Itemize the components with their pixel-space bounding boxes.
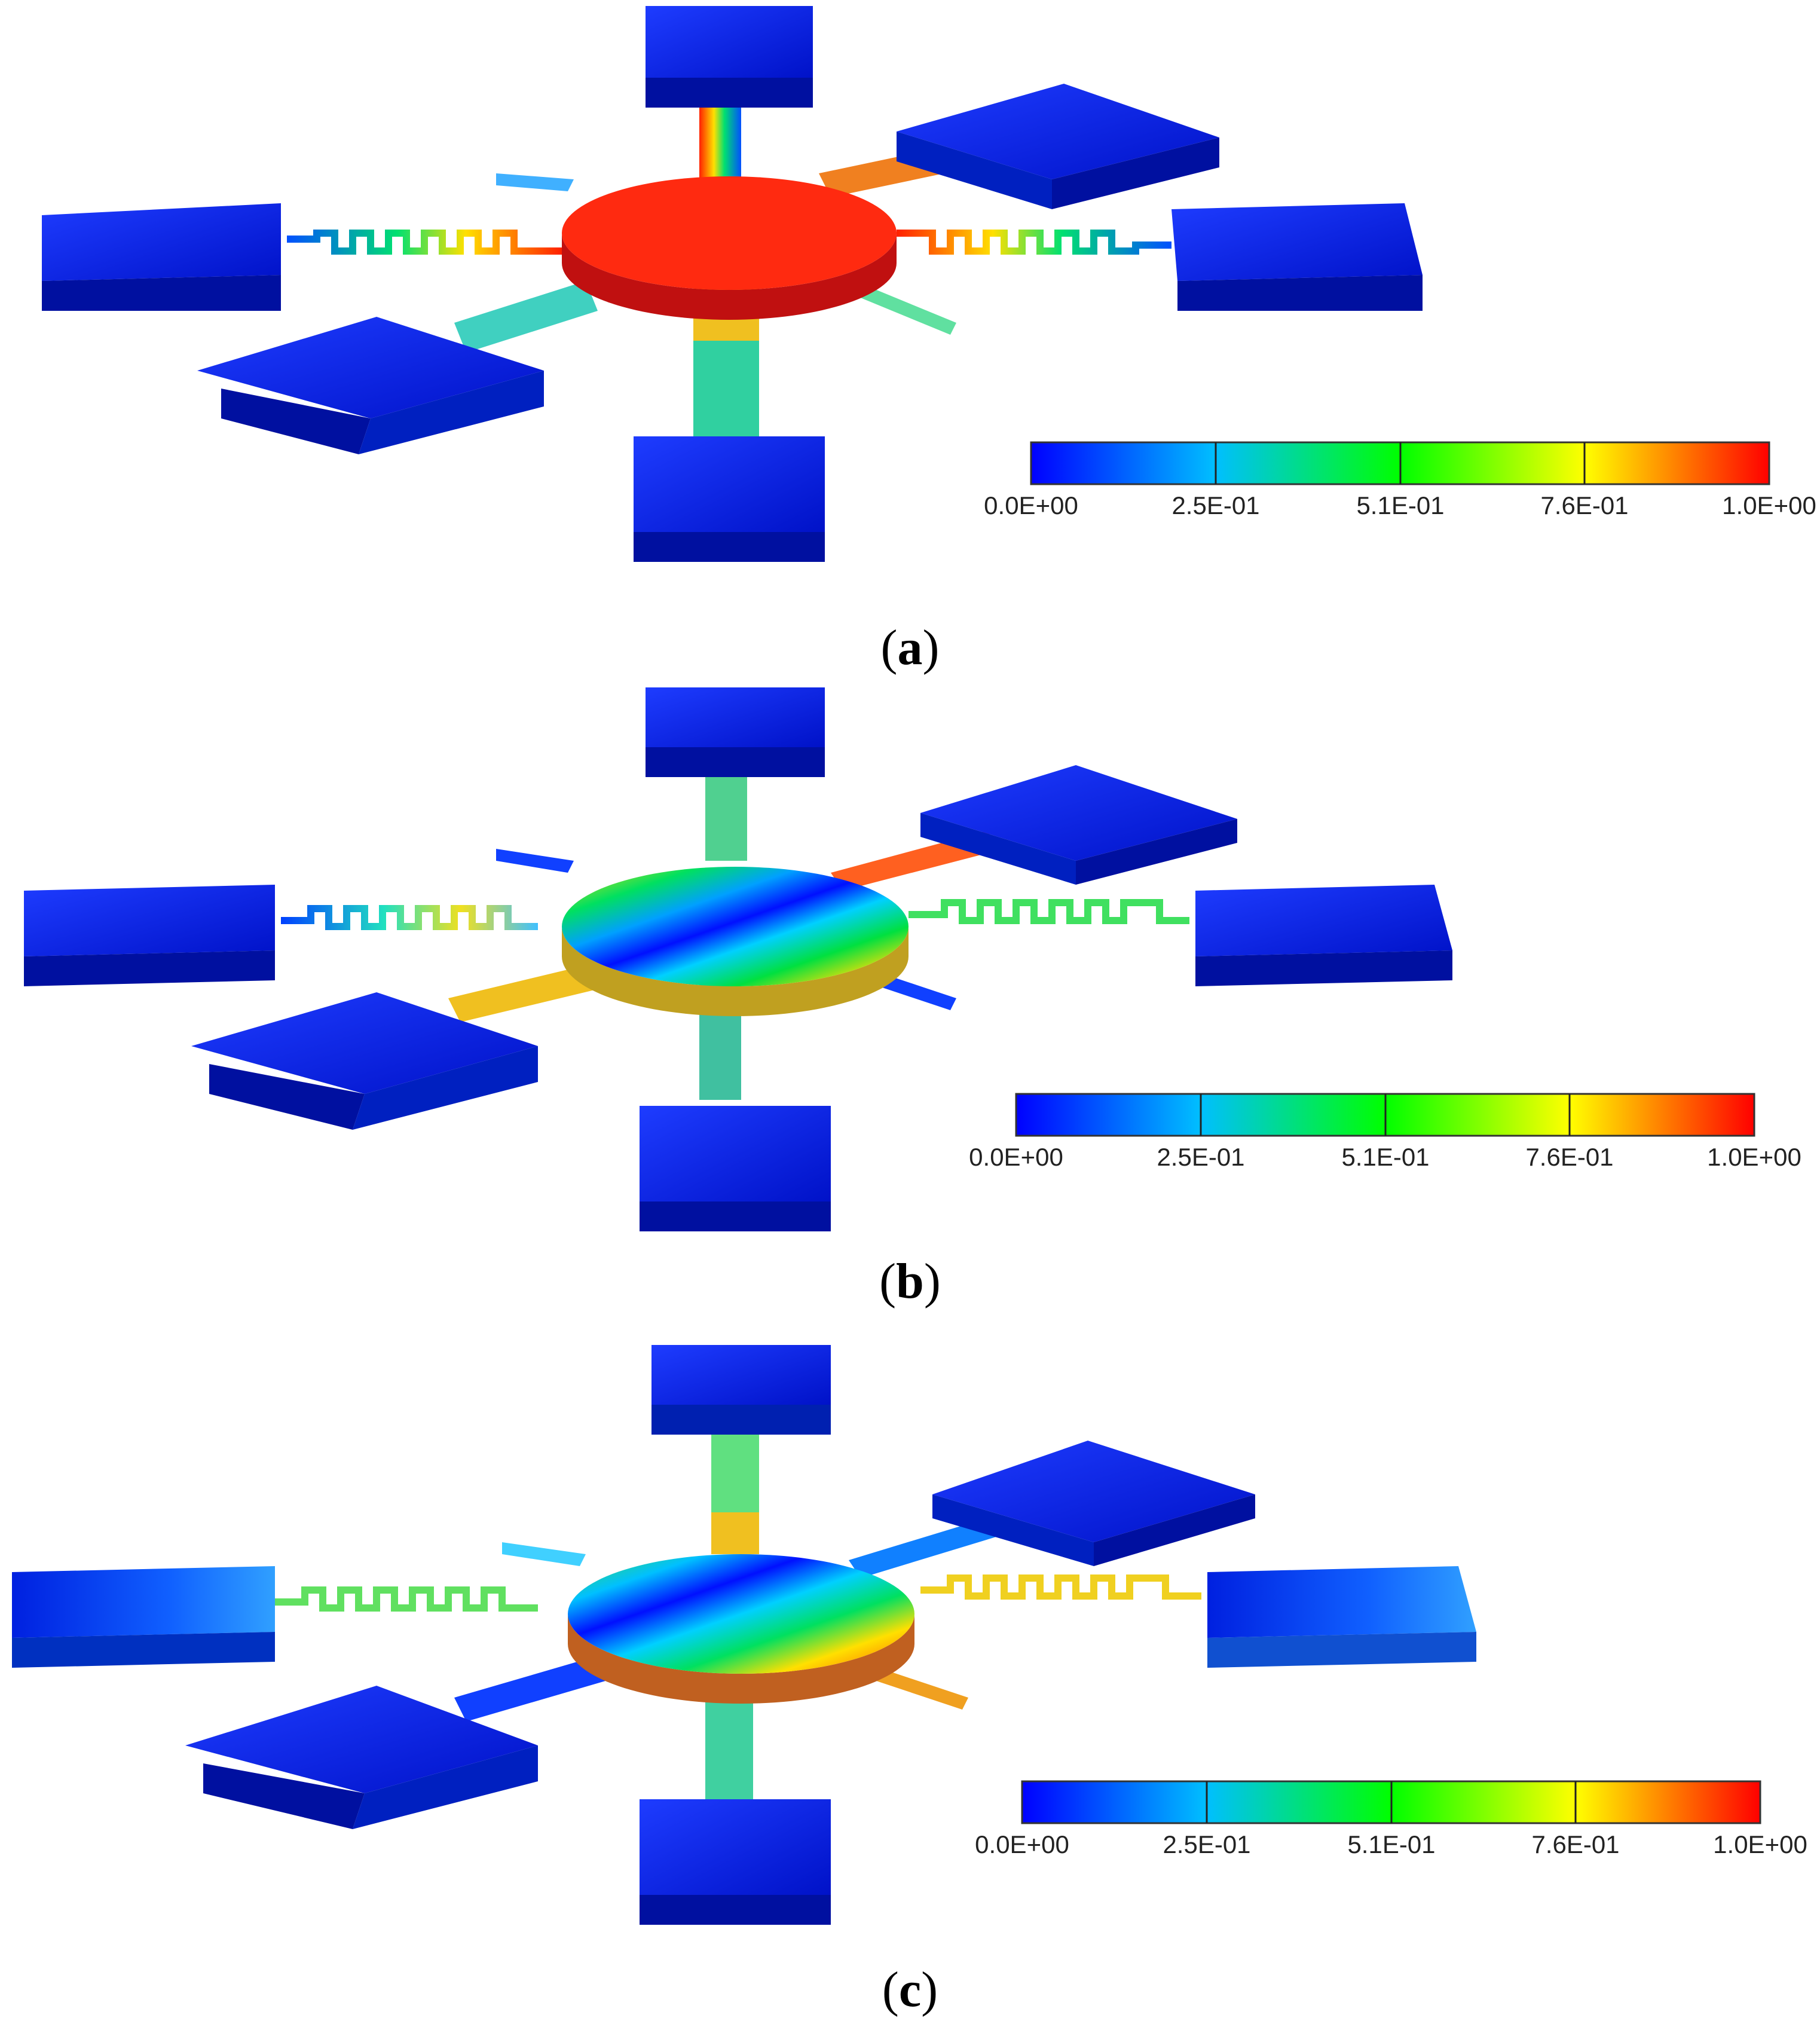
colorbar-b-tick-1: 2.5E-01 [1157,1143,1244,1171]
colorbar-a-tick-4: 1.0E+00 [1722,491,1816,519]
pad-a-lower-left [197,317,544,454]
spring-a-lower-left [454,281,598,353]
spring-b-lower-left [448,962,610,1022]
spring-c-left [275,1586,538,1612]
colorbar-c: 0.0E+00 2.5E-01 5.1E-01 7.6E-01 1.0E+00 [975,1780,1807,1858]
colorbar-a-tick-2: 5.1E-01 [1356,491,1444,519]
panel-c: 0.0E+00 2.5E-01 5.1E-01 7.6E-01 1.0E+00 … [0,1339,1820,2026]
panel-a: 0.0E+00 2.5E-01 5.1E-01 7.6E-01 1.0E+00 … [0,0,1820,675]
pad-c-bottom [640,1799,831,1925]
pad-b-lower-left [191,992,538,1130]
spring-c-lower-right [873,1668,968,1710]
spring-a-right [897,230,1171,255]
colorbar-c-tick-2: 5.1E-01 [1347,1830,1435,1858]
spring-c-right [920,1574,1201,1600]
spring-b-right [909,899,1189,924]
pad-b-upper-right [920,765,1237,885]
spring-a-upper-left [496,173,574,191]
pad-b-top [646,687,825,777]
pad-c-left [12,1566,275,1668]
pad-c-lower-left [185,1686,538,1829]
pad-b-right [1195,885,1452,986]
colorbar-c-tick-1: 2.5E-01 [1163,1830,1250,1858]
pad-a-bottom [634,436,825,562]
caption-c: (c) [882,1962,938,2017]
spring-b-left [281,905,538,930]
mems-structure-a: 0.0E+00 2.5E-01 5.1E-01 7.6E-01 1.0E+00 [42,6,1816,562]
colorbar-c-tick-4: 1.0E+00 [1713,1830,1807,1858]
proof-mass-c [568,1554,914,1704]
pad-a-left [42,203,281,311]
proof-mass-b [562,867,909,1016]
spring-c-lower-left [454,1656,610,1722]
colorbar-a-tick-0: 0.0E+00 [984,491,1078,519]
spring-b-upper-left [496,849,574,873]
spring-a-left [287,230,562,255]
spring-c-top [711,1435,759,1554]
pad-a-upper-right [897,84,1219,209]
colorbar-c-tick-0: 0.0E+00 [975,1830,1069,1858]
pad-a-right [1171,203,1423,311]
pad-b-left [24,885,275,986]
colorbar-a-tick-3: 7.6E-01 [1540,491,1628,519]
spring-a-lower-right [849,281,956,335]
spring-c-upper-left [502,1542,586,1566]
pad-c-upper-right [932,1441,1255,1566]
panel-b: 0.0E+00 2.5E-01 5.1E-01 7.6E-01 1.0E+00 … [0,675,1820,1321]
pad-c-top [651,1345,831,1435]
colorbar-b-tick-4: 1.0E+00 [1707,1143,1801,1171]
spring-c-upper-right [849,1518,998,1578]
spring-b-top [705,771,747,861]
pad-c-right [1207,1566,1476,1668]
caption-b: (b) [879,1254,941,1309]
colorbar-a-tick-1: 2.5E-01 [1171,491,1259,519]
proof-mass-a [562,176,897,320]
colorbar-b-tick-3: 7.6E-01 [1525,1143,1613,1171]
colorbar-a: 0.0E+00 2.5E-01 5.1E-01 7.6E-01 1.0E+00 [984,441,1816,519]
colorbar-c-tick-3: 7.6E-01 [1531,1830,1619,1858]
mems-structure-b: 0.0E+00 2.5E-01 5.1E-01 7.6E-01 1.0E+00 [24,687,1801,1231]
colorbar-b-tick-2: 5.1E-01 [1341,1143,1429,1171]
mems-structure-c: 0.0E+00 2.5E-01 5.1E-01 7.6E-01 1.0E+00 [12,1345,1807,1925]
colorbar-b: 0.0E+00 2.5E-01 5.1E-01 7.6E-01 1.0E+00 [969,1093,1801,1171]
caption-a: (a) [880,620,940,675]
pad-b-bottom [640,1106,831,1231]
pad-a-top [646,6,813,108]
colorbar-b-tick-0: 0.0E+00 [969,1143,1063,1171]
